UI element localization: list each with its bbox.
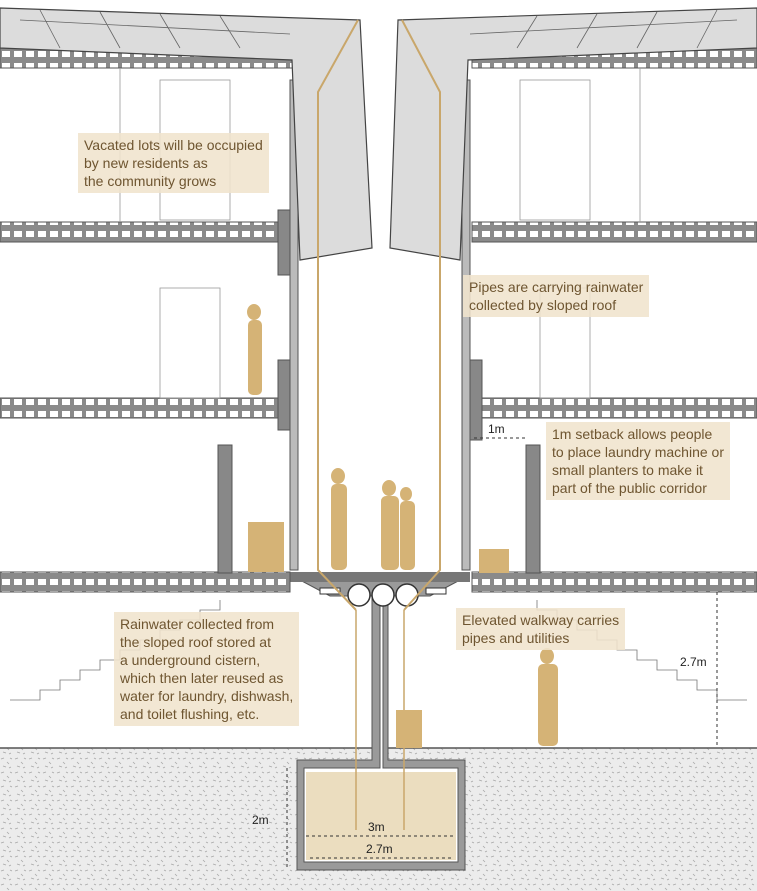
note-line: and toilet flushing, etc. [120, 706, 260, 722]
rain-pipes [317, 19, 441, 611]
note-vacated-lots: Vacated lots will be occupied by new res… [78, 133, 269, 193]
dim-cistern-inner-width: 2.7m [366, 842, 393, 856]
note-line: part of the public corridor [552, 480, 707, 496]
dim-cistern-depth: 2m [252, 813, 269, 827]
note-line: Elevated walkway carries [462, 612, 620, 628]
note-line: the community grows [84, 173, 217, 189]
note-line: which then later reused as [120, 670, 284, 686]
slabs-right [471, 47, 757, 593]
note-line: the sloped roof stored at [120, 634, 271, 650]
note-setback: 1m setback allows people to place laundr… [546, 422, 730, 500]
note-line: Vacated lots will be occupied [84, 137, 263, 153]
note-line: to place laundry machine or [552, 444, 724, 460]
cabinet [248, 522, 284, 572]
dim-basement-height: 2.7m [680, 655, 707, 669]
note-line: Pipes are carrying rainwater [469, 279, 644, 295]
slabs-left [0, 47, 296, 593]
note-line: by new residents as [84, 155, 208, 171]
elevated-walkway [290, 572, 470, 607]
dim-cistern-outer-width: 3m [368, 820, 385, 834]
toilet [396, 710, 422, 748]
note-pipes-rainwater: Pipes are carrying rainwater collected b… [463, 275, 650, 317]
dim-setback-width: 1m [488, 422, 505, 436]
note-line: Rainwater collected from [120, 616, 275, 632]
planter [479, 549, 509, 573]
note-cistern: Rainwater collected from the sloped roof… [114, 612, 300, 726]
dimension-lines [286, 437, 718, 868]
walls [217, 79, 541, 574]
cistern-water [306, 772, 456, 860]
human-figures [247, 304, 558, 746]
note-line: small planters to make it [552, 462, 703, 478]
note-line: pipes and utilities [462, 630, 570, 646]
note-line: a underground cistern, [120, 652, 261, 668]
note-line: collected by sloped roof [469, 297, 617, 313]
note-line: water for laundry, dishwash, [120, 688, 294, 704]
sloped-roofs [0, 7, 757, 261]
note-line: 1m setback allows people [552, 426, 713, 442]
note-walkway: Elevated walkway carries pipes and utili… [456, 608, 626, 650]
